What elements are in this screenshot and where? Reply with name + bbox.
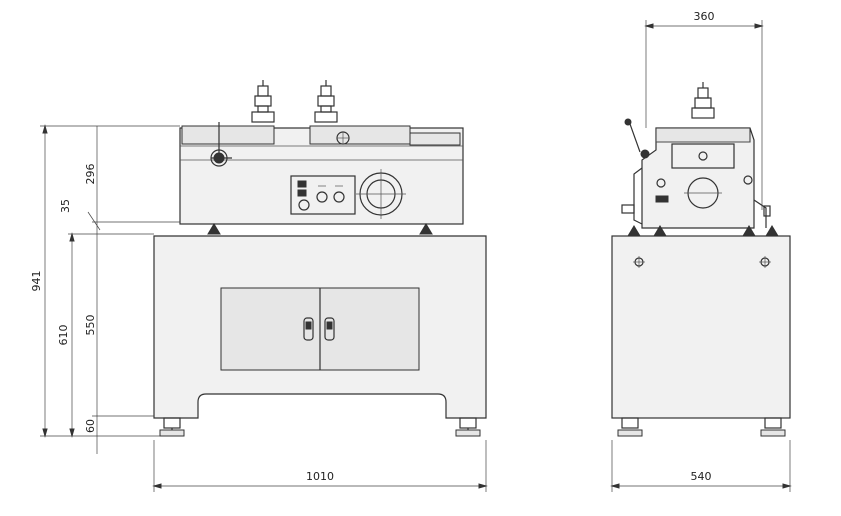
dial-icon: [356, 169, 406, 219]
dim-front-width: 1010: [306, 470, 334, 483]
door-handle-icon: [303, 317, 335, 341]
dimension-lines: [40, 20, 792, 492]
dim-gap-height: 35: [59, 199, 72, 213]
leveling-foot-icon: [760, 417, 786, 437]
dim-total-height: 941: [30, 271, 43, 292]
leveling-foot-icon: [617, 417, 643, 437]
side-top-unit: [641, 127, 755, 229]
lever-icon: [210, 122, 232, 167]
dim-cabinet-body-height: 550: [84, 315, 97, 336]
leveling-foot-icon: [455, 417, 481, 437]
dim-cabinet-height: 610: [57, 325, 70, 346]
dim-top-width-side: 360: [694, 10, 715, 23]
spindle-icon: [691, 82, 715, 119]
dimension-labels: 941 610 296 35 550 60 1010 540 360: [30, 10, 715, 483]
dim-feet-height: 60: [84, 419, 97, 433]
spindle-icon: [251, 80, 275, 123]
control-panel: [290, 175, 356, 215]
dim-top-unit-height: 296: [84, 164, 97, 185]
bolt-icon: [759, 256, 771, 268]
side-cabinet: [611, 235, 791, 419]
spindle-icon: [314, 80, 338, 123]
dim-side-width: 540: [691, 470, 712, 483]
bolt-icon: [633, 256, 645, 268]
front-view: [153, 80, 487, 437]
side-view: [611, 82, 791, 437]
leveling-foot-icon: [159, 417, 185, 437]
